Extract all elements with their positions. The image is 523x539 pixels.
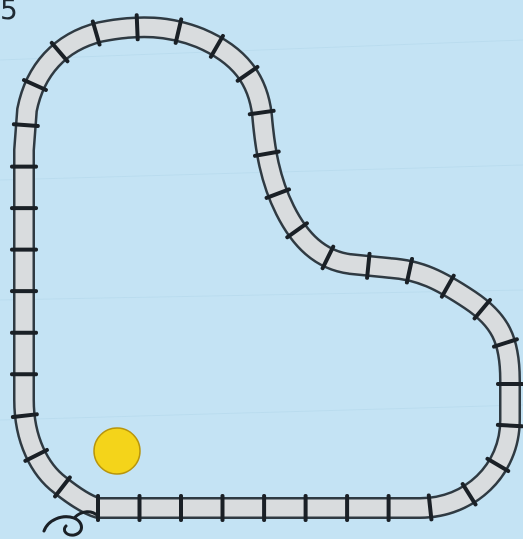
- track-sleeper: [14, 124, 38, 126]
- page-number: 5: [0, 0, 18, 24]
- track-sleeper: [367, 254, 369, 278]
- track-sleeper: [13, 414, 37, 417]
- track-sleeper: [498, 425, 522, 426]
- track-sleeper: [137, 15, 138, 39]
- yellow-ball: [94, 428, 140, 474]
- track-sleeper: [429, 496, 432, 520]
